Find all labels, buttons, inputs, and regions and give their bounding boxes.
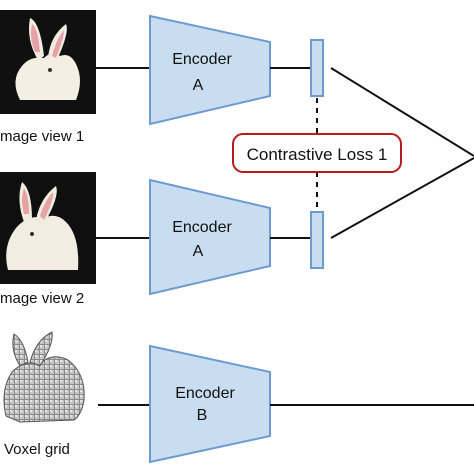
embedding-bar-1 xyxy=(310,39,324,97)
encoder-b-name: Encoder xyxy=(175,385,235,402)
encoder-a-top-name: Encoder xyxy=(172,51,232,68)
encoder-a-top-variant: A xyxy=(193,77,204,94)
encoder-a-top xyxy=(149,14,271,126)
voxel-grid-label: Voxel grid xyxy=(4,441,70,458)
converging-line xyxy=(330,67,474,157)
image-view-2-thumbnail xyxy=(0,172,96,284)
image-view-1-thumbnail xyxy=(0,10,96,114)
converging-line xyxy=(330,157,474,239)
contrastive-loss-box xyxy=(232,133,402,173)
embedding-bar-2 xyxy=(310,211,324,269)
encoder-a-middle-variant: A xyxy=(193,243,204,260)
encoder-a-middle-name: Encoder xyxy=(172,219,232,236)
encoder-a-middle xyxy=(149,178,271,296)
contrastive-loss-label: Contrastive Loss 1 xyxy=(247,145,388,164)
voxel-grid-thumbnail xyxy=(3,331,85,423)
image-view-2-label: mage view 2 xyxy=(0,290,84,307)
image-view-1-label: mage view 1 xyxy=(0,128,84,145)
encoder-b xyxy=(149,344,271,464)
encoder-b-variant: B xyxy=(197,407,208,424)
